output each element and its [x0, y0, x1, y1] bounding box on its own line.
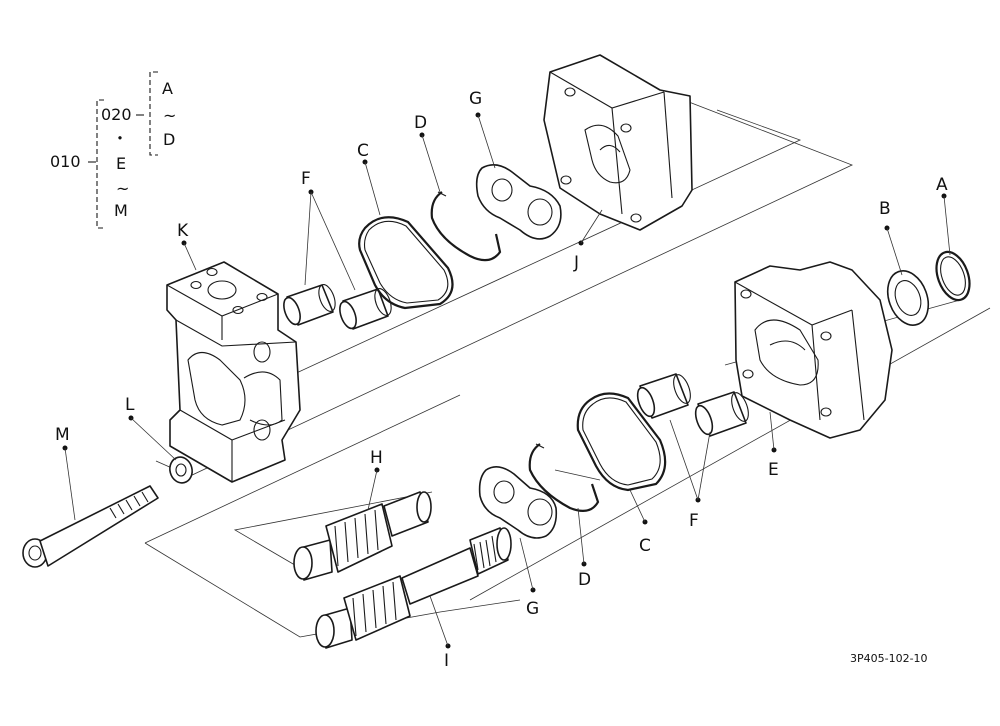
label-g-top: G [469, 89, 482, 109]
part-a-snap-ring [935, 250, 971, 302]
part-k-front-cover [166, 261, 301, 483]
label-g-bottom: G [526, 599, 539, 619]
tree-child-range-sep: ~ [163, 106, 176, 125]
tree-dot: ・ [112, 129, 128, 148]
drawing-code: 3P405-102-10 [850, 652, 928, 665]
label-b: B [879, 199, 891, 219]
part-d-backup-ring-top [430, 191, 502, 262]
part-c-seal-top [358, 216, 454, 310]
label-i: I [444, 651, 449, 671]
label-f-bottom: F [689, 511, 699, 531]
label-c-bottom: C [639, 536, 651, 556]
part-i-drive-gear [315, 527, 512, 649]
tree-child-code: 020 [101, 105, 132, 124]
tree-child-range-end: D [163, 130, 175, 149]
part-c-seal-bottom [576, 392, 667, 492]
tree-range-sep: ~ [116, 179, 129, 198]
label-c-top: C [357, 141, 369, 161]
part-j-gear-housing [543, 54, 693, 231]
part-g-wear-plate-top [475, 164, 562, 240]
leader-lines [62, 112, 951, 649]
label-k: K [177, 221, 189, 241]
part-h-driven-gear [293, 491, 432, 581]
label-j: J [573, 253, 579, 273]
part-d-backup-ring-bottom [528, 443, 600, 513]
label-l: L [125, 395, 135, 415]
tree-child-range-start: A [162, 79, 173, 98]
tree-root-code: 010 [50, 152, 81, 171]
part-labels: A B C C D D E F F G G H I J K L M [55, 89, 948, 671]
label-f-top: F [301, 169, 311, 189]
part-e-rear-cover [734, 261, 893, 439]
part-group-tree: 010 020 A ~ D ・ E ~ M [50, 71, 176, 229]
part-g-wear-plate-bottom [478, 466, 558, 539]
label-d-bottom: D [578, 570, 591, 590]
label-d-top: D [414, 113, 427, 133]
label-e: E [768, 460, 779, 480]
tree-range-start: E [116, 154, 126, 173]
part-b-oil-seal [886, 270, 930, 326]
part-f-bushings-bottom [636, 373, 749, 437]
part-l-washer [169, 456, 193, 484]
label-h: H [370, 448, 383, 468]
part-m-bolt [22, 485, 159, 568]
part-f-bushings-top [283, 284, 392, 330]
label-a: A [936, 175, 948, 195]
label-m: M [55, 425, 70, 445]
tree-range-end: M [114, 201, 128, 220]
